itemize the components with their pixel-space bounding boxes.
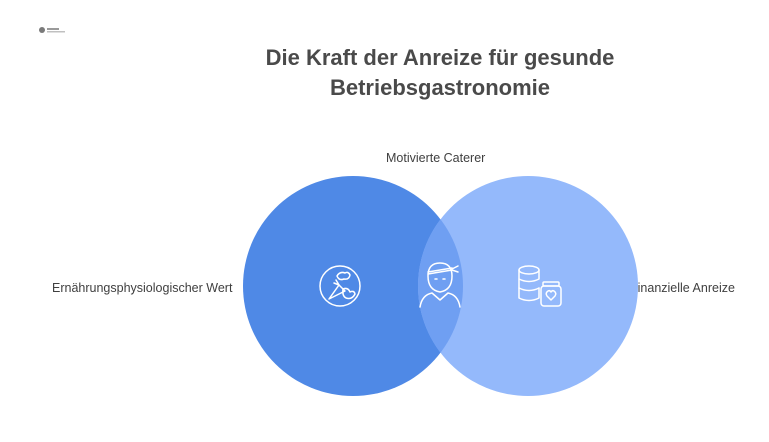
venn-circle-financial-incentives xyxy=(418,176,638,396)
logo xyxy=(39,27,65,33)
diagram-title-line-2: Betriebsgastronomie xyxy=(329,75,551,100)
vegetables-icon xyxy=(319,265,361,307)
chef-icon xyxy=(419,262,461,308)
diagram-title-line-1: Die Kraft der Anreize für gesunde xyxy=(265,45,615,70)
venn-circle-nutritional-value xyxy=(243,176,463,396)
label-nutritional-value: Ernährungsphysiologischer Wert xyxy=(52,281,233,295)
label-motivated-caterers: Motivierte Caterer xyxy=(386,151,486,165)
label-financial-incentives: Finanzielle Anreize xyxy=(630,281,735,295)
money-health-icon xyxy=(518,265,562,307)
